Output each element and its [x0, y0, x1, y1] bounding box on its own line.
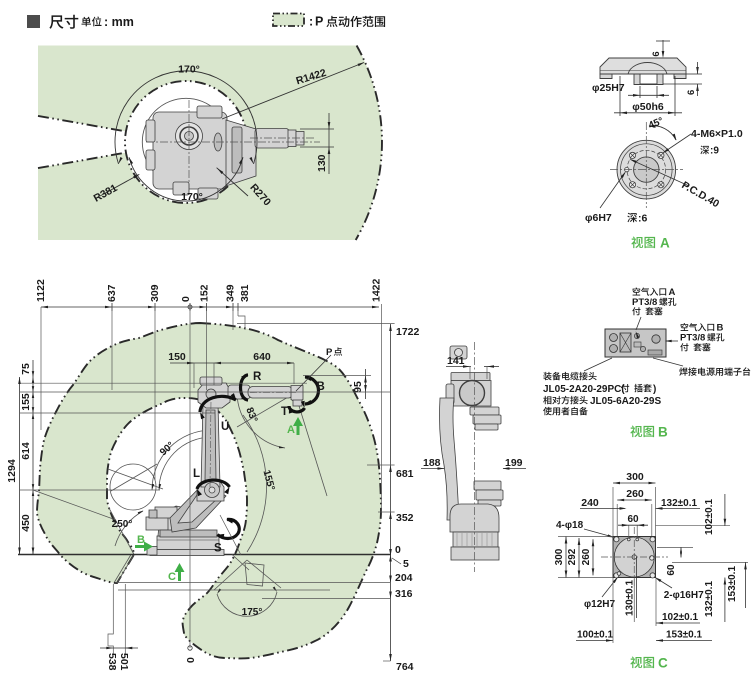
svg-text:φ50h6: φ50h6 — [632, 101, 664, 113]
svg-text:U: U — [221, 421, 229, 433]
svg-text:292: 292 — [567, 548, 578, 565]
svg-text:260: 260 — [581, 548, 592, 565]
svg-text:B: B — [717, 323, 724, 334]
svg-text:300: 300 — [626, 471, 644, 483]
svg-text:P: P — [315, 15, 323, 29]
svg-text:199: 199 — [505, 457, 523, 469]
svg-text:150: 150 — [168, 351, 186, 363]
svg-text:155°: 155° — [260, 469, 276, 492]
svg-text:1122: 1122 — [35, 279, 47, 302]
svg-text:P: P — [326, 347, 333, 358]
svg-text:0: 0 — [185, 657, 197, 663]
svg-text:681: 681 — [396, 468, 414, 480]
svg-text:141: 141 — [447, 355, 465, 367]
svg-text:C: C — [658, 656, 668, 671]
svg-text:538: 538 — [106, 653, 118, 671]
svg-text:: mm: : mm — [104, 15, 134, 29]
svg-text:100±0.1: 100±0.1 — [577, 630, 614, 641]
svg-text:260: 260 — [626, 488, 644, 500]
svg-text:φ12H7: φ12H7 — [584, 599, 615, 610]
svg-text:0: 0 — [395, 544, 401, 556]
svg-text:250°: 250° — [112, 519, 133, 530]
svg-text:1422: 1422 — [371, 278, 383, 302]
svg-text:637: 637 — [106, 284, 118, 302]
svg-text:130±0.1: 130±0.1 — [625, 580, 636, 617]
svg-text:0: 0 — [180, 296, 192, 302]
svg-text:764: 764 — [396, 661, 414, 673]
svg-text:83°: 83° — [243, 406, 259, 424]
svg-text:PT3/8: PT3/8 — [632, 297, 657, 308]
svg-text:102±0.1: 102±0.1 — [662, 612, 699, 623]
svg-text:A: A — [660, 236, 670, 251]
svg-text::9: :9 — [710, 146, 719, 157]
svg-text:170°: 170° — [181, 191, 203, 203]
svg-text:1294: 1294 — [6, 459, 18, 483]
svg-text:6: 6 — [686, 90, 697, 95]
svg-text:130: 130 — [316, 154, 328, 172]
svg-text:501: 501 — [118, 653, 130, 671]
svg-text:S: S — [214, 543, 222, 555]
svg-text:): ) — [653, 384, 656, 395]
svg-text:B: B — [137, 534, 145, 546]
svg-text:132±0.1: 132±0.1 — [704, 581, 715, 618]
svg-text:316: 316 — [395, 588, 413, 600]
svg-text:A: A — [287, 424, 295, 436]
svg-text:352: 352 — [396, 512, 414, 524]
svg-text:A: A — [669, 287, 676, 298]
svg-text:B: B — [317, 381, 325, 393]
svg-text:240: 240 — [581, 497, 599, 509]
svg-text:102±0.1: 102±0.1 — [704, 499, 715, 536]
svg-text:45°: 45° — [647, 116, 665, 132]
svg-text:60: 60 — [666, 564, 677, 576]
svg-text:188: 188 — [423, 457, 441, 469]
svg-text:φ6H7: φ6H7 — [585, 212, 612, 224]
svg-text:2-φ16H7: 2-φ16H7 — [664, 590, 704, 601]
svg-text:R: R — [253, 371, 262, 383]
svg-text:170°: 170° — [178, 64, 200, 76]
svg-text:349: 349 — [225, 284, 237, 302]
svg-text:132±0.1: 132±0.1 — [661, 498, 698, 509]
svg-text:C: C — [168, 571, 176, 583]
svg-text:614: 614 — [20, 442, 32, 460]
svg-text:75: 75 — [20, 363, 32, 375]
svg-text:JL05-2A20-29PC(: JL05-2A20-29PC( — [543, 384, 625, 395]
svg-text:L: L — [193, 468, 200, 480]
svg-text:155: 155 — [20, 393, 32, 411]
svg-text:PT3/8: PT3/8 — [680, 333, 705, 344]
svg-text:450: 450 — [20, 514, 32, 532]
svg-text:6: 6 — [651, 51, 662, 56]
svg-text:153±0.1: 153±0.1 — [727, 566, 738, 603]
svg-text:φ25H7: φ25H7 — [592, 82, 625, 94]
svg-text:204: 204 — [395, 572, 413, 584]
svg-text::6: :6 — [638, 213, 647, 225]
svg-text:640: 640 — [253, 351, 271, 363]
svg-text:B: B — [658, 425, 668, 440]
svg-text:T: T — [281, 406, 288, 418]
svg-text:381: 381 — [239, 284, 251, 302]
svg-text:309: 309 — [149, 284, 161, 302]
svg-text:4-φ18: 4-φ18 — [556, 520, 584, 531]
svg-text:300: 300 — [554, 548, 565, 565]
svg-text:5: 5 — [403, 558, 409, 570]
svg-text:60: 60 — [627, 514, 639, 525]
svg-text:152: 152 — [199, 284, 211, 302]
svg-text:153±0.1: 153±0.1 — [666, 630, 703, 641]
svg-text:95: 95 — [352, 381, 364, 393]
svg-text:1722: 1722 — [396, 326, 420, 338]
svg-text:JL05-6A20-29S: JL05-6A20-29S — [590, 396, 661, 407]
svg-text:4-M6×P1.0: 4-M6×P1.0 — [691, 128, 743, 140]
svg-text:175°: 175° — [242, 607, 263, 618]
svg-text::: : — [309, 15, 313, 29]
